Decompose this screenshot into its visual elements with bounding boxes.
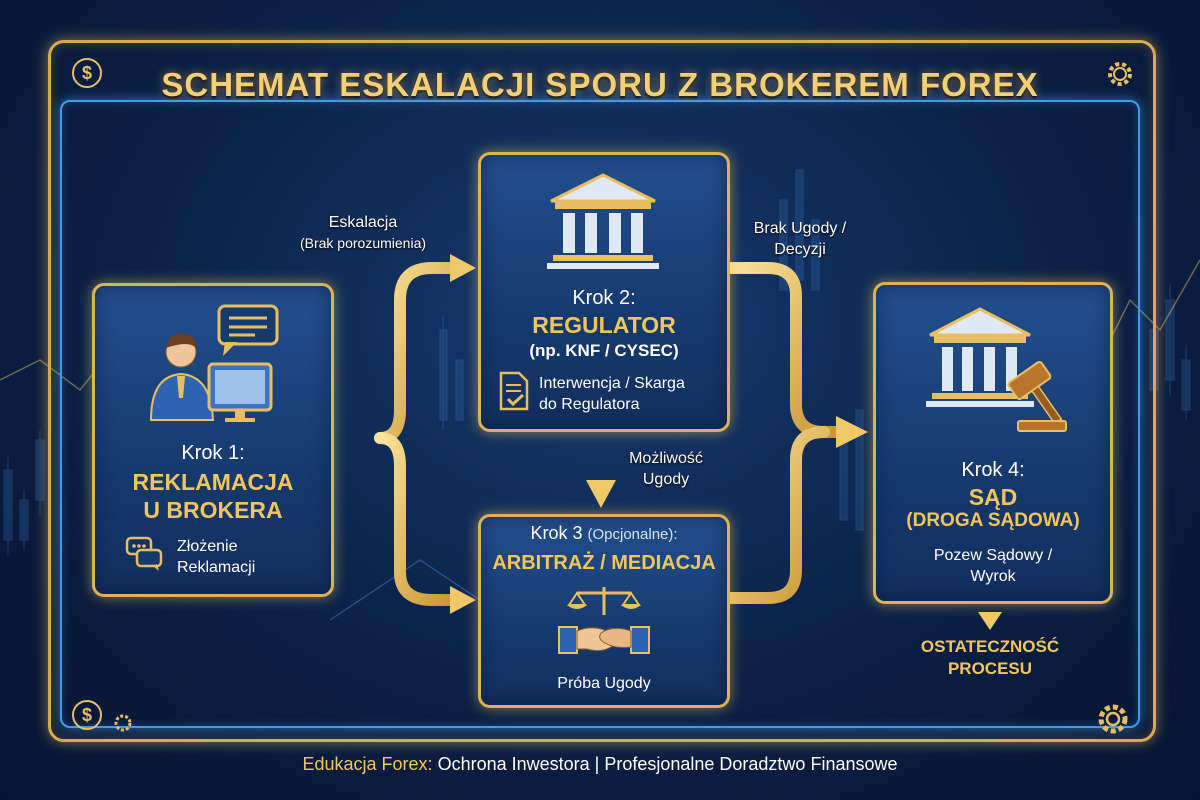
arrowhead-step3: [450, 586, 476, 614]
document-check-icon: [499, 371, 529, 411]
label-settlement: Możliwość Ugody: [629, 450, 703, 488]
step1-note: Złożenie Reklamacji: [177, 538, 256, 576]
small-gear-icon: [114, 714, 132, 732]
step4-box: Krok 4: SĄD (DROGA SĄDOWA) Pozew Sądowy …: [873, 282, 1113, 604]
footer-lead: Edukacja Forex:: [302, 754, 433, 774]
gear-icon: [1098, 704, 1128, 734]
label-no-agreement: Brak Ugody / Decyzji: [753, 220, 847, 258]
step4-subtitle: (DROGA SĄDOWA): [906, 510, 1080, 531]
step4-note: Pozew Sądowy / Wyrok: [933, 547, 1053, 585]
dollar-coin-icon: $: [72, 700, 102, 730]
step2-box: Krok 2: REGULATOR (np. KNF / CYSEC) Inte…: [478, 152, 730, 432]
court-gavel-icon: [926, 307, 1067, 432]
step3-box: Krok 3 (Opcjonalne): ARBITRAŻ / MEDIACJA…: [478, 514, 730, 708]
footer-text: Edukacja Forex: Ochrona Inwestora | Prof…: [0, 754, 1200, 775]
chat-bubbles-icon: [125, 536, 163, 571]
arrow-step2-to-step4: [722, 262, 844, 438]
step3-optional-note: (Opcjonalne):: [587, 526, 678, 543]
step2-title: REGULATOR: [532, 312, 676, 338]
step2-label: Krok 2:: [572, 287, 636, 309]
step1-title: REKLAMACJA U BROKERA: [132, 469, 294, 523]
inner-blue-frame: [60, 100, 1140, 728]
outer-gold-frame: [48, 40, 1156, 742]
regulator-building-icon: [547, 173, 659, 269]
arrowhead-step4: [836, 416, 868, 448]
dollar-coin-icon: $: [72, 58, 102, 88]
customer-service-icon: [149, 304, 279, 422]
page-title: SCHEMAT ESKALACJI SPORU Z BROKEREM FOREX: [161, 66, 1039, 103]
step1-label: Krok 1:: [181, 442, 245, 464]
step3-label: Krok 3 (Opcjonalne):: [530, 523, 678, 543]
step3-note: Próba Ugody: [557, 675, 651, 692]
arrow-fork-to-step2: [374, 262, 458, 444]
arrowhead-step3-top: [586, 480, 616, 508]
step1-box: Krok 1: REKLAMACJA U BROKERA Złożenie Re…: [92, 283, 334, 597]
arrowhead-step2: [450, 254, 476, 282]
step2-subtitle: (np. KNF / CYSEC): [529, 341, 679, 360]
arrow-fork-to-step3: [374, 432, 458, 606]
step2-note: Interwencja / Skarga do Regulatora: [539, 375, 685, 413]
gear-dollar-icon: [1108, 62, 1132, 86]
step3-title: ARBITRAŻ / MEDIACJA: [492, 552, 716, 574]
final-stage-label: OSTATECZNOŚĆ PROCESU: [920, 637, 1060, 678]
scales-handshake-icon: [558, 587, 650, 654]
step4-label: Krok 4:: [961, 459, 1025, 481]
arrow-step3-to-step4: [722, 426, 830, 604]
step4-title: SĄD: [968, 484, 1018, 510]
arrowhead-final: [978, 612, 1002, 630]
label-escalation: Eskalacja (Brak porozumienia): [299, 214, 427, 251]
footer-rest: Ochrona Inwestora | Profesjonalne Doradz…: [437, 754, 898, 774]
